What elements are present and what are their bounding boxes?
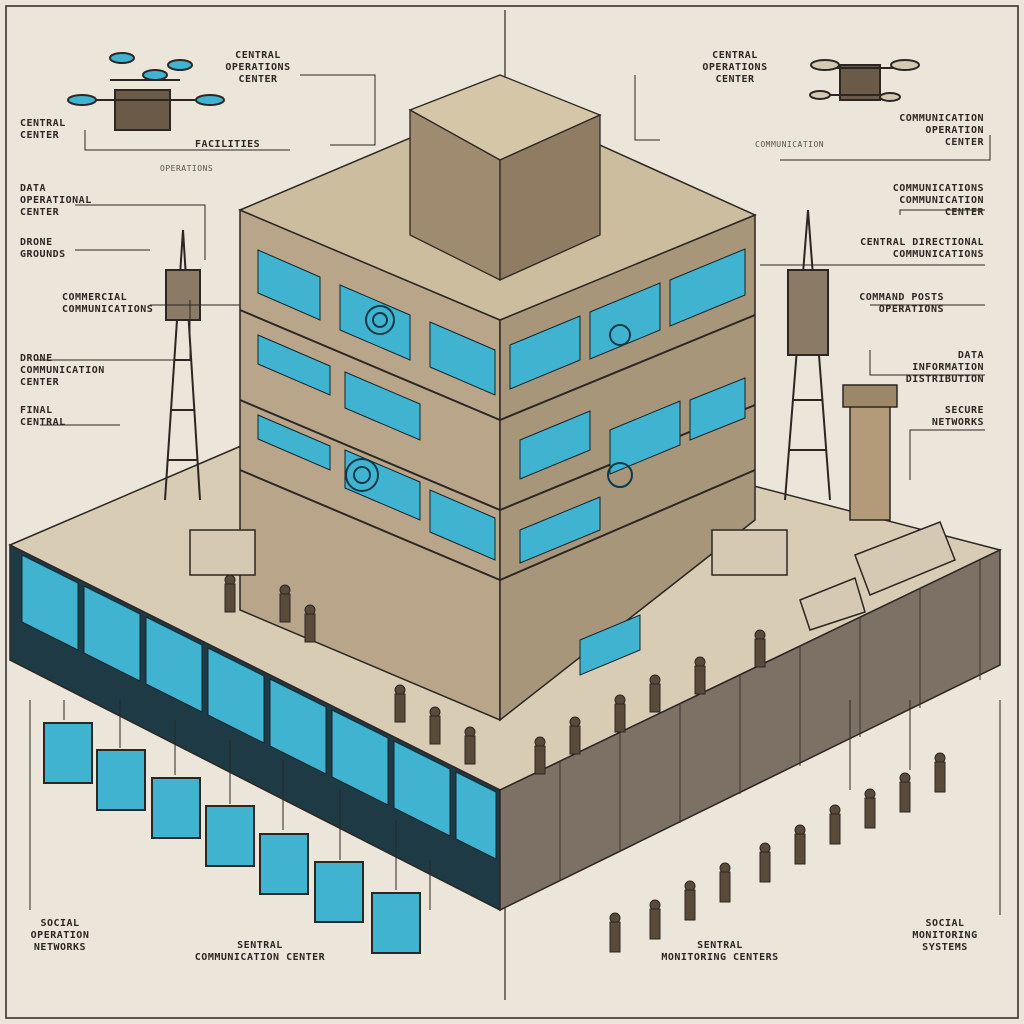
standalone-monitors	[43, 722, 421, 954]
leader-lines	[29, 74, 1001, 915]
label-bottom-mid-left: SENTRAL COMMUNICATION CENTER	[194, 940, 326, 963]
left-wall-screens	[21, 554, 497, 860]
drone-left	[67, 52, 225, 131]
drone-right	[809, 59, 920, 102]
fence-posts	[559, 560, 981, 881]
watchtower	[842, 384, 898, 521]
soldiers	[224, 574, 946, 953]
label-right-3: CENTRAL DIRECTIONAL COMMUNICATIONS	[860, 237, 984, 260]
tower-right	[499, 113, 601, 282]
label-bottom-mid-right: SENTRAL MONITORING CENTERS	[661, 940, 779, 963]
right-perimeter-wall	[499, 548, 1001, 912]
label-right-1: COMMUNICATION OPERATION CENTER	[899, 113, 984, 148]
vehicles	[189, 521, 956, 631]
screen-emblems	[345, 305, 633, 492]
label-right-5: DATA INFORMATION DISTRIBUTION	[905, 350, 984, 385]
building-right-screens	[509, 248, 746, 676]
label-left-4: COMMERCIAL COMMUNICATIONS	[62, 292, 154, 315]
label-left-5: DRONE COMMUNICATION CENTER	[20, 353, 105, 388]
comm-tower-left	[164, 229, 201, 501]
label-top-center-left: CENTRAL OPERATIONS CENTER	[225, 50, 291, 85]
label-right-4: COMMAND POSTS OPERATIONS	[859, 292, 944, 315]
label-mid-right-small: COMMUNICATION	[755, 140, 825, 149]
label-left-6: FINAL CENTRAL	[20, 405, 66, 428]
label-upper-mid-small: OPERATIONS	[160, 164, 214, 173]
label-bottom-right: SOCIAL MONITORING SYSTEMS	[912, 918, 978, 953]
left-floor-lines	[239, 309, 501, 581]
label-right-6: SECURE NETWORKS	[931, 405, 984, 428]
comm-tower-right	[784, 209, 831, 501]
frame-border	[5, 5, 1019, 1019]
label-left-2: DATA OPERATIONAL CENTER	[20, 183, 92, 218]
label-bottom-left: SOCIAL OPERATION NETWORKS	[30, 918, 90, 953]
label-upper-mid: FACILITIES	[195, 139, 261, 150]
label-left-1: CENTRAL CENTER	[20, 118, 66, 141]
label-right-2: COMMUNICATIONS COMMUNICATION CENTER	[892, 183, 984, 218]
label-left-3: DRONE GROUNDS	[20, 237, 66, 260]
label-top-center-right: CENTRAL OPERATIONS CENTER	[702, 50, 768, 85]
